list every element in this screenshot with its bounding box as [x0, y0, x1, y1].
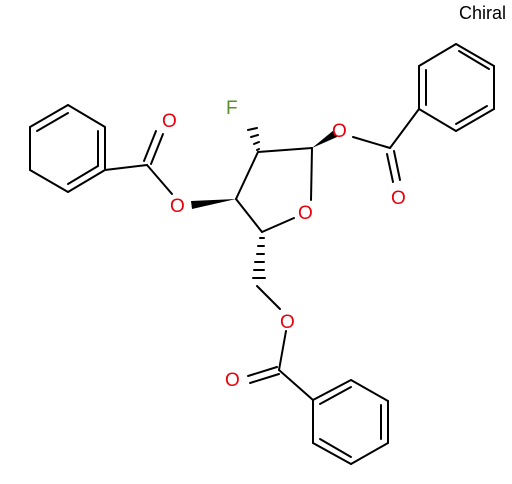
furanose-ring	[235, 147, 313, 233]
carbonyl-oxygen-c1-label: O	[391, 188, 406, 209]
benzoyl-carbonyl-bottom	[247, 330, 314, 401]
benzoyl-carbonyl-left	[104, 130, 173, 195]
ester-oxygen-c5-label: O	[280, 312, 295, 333]
benzene-ring-bottom	[312, 379, 389, 465]
hashed-wedge-c2-f	[247, 127, 260, 151]
fluorine-label: F	[226, 98, 238, 119]
benzoyl-carbonyl-top-right	[352, 108, 420, 183]
ch2-to-oxygen-bond	[256, 285, 281, 310]
carbonyl-oxygen-c5-label: O	[225, 370, 240, 391]
benzene-ring-left	[29, 104, 106, 193]
chiral-annotation: Chiral	[459, 3, 506, 23]
stereo-bonds	[191, 127, 337, 279]
ester-oxygen-c3-label: O	[170, 196, 185, 217]
benzene-ring-top-right	[418, 43, 495, 132]
ester-oxygen-c1-label: O	[332, 121, 347, 142]
hashed-wedge-c4-ch2	[252, 237, 266, 279]
ring-oxygen-label: O	[298, 203, 313, 224]
carbonyl-oxygen-c3-label: O	[162, 111, 177, 132]
